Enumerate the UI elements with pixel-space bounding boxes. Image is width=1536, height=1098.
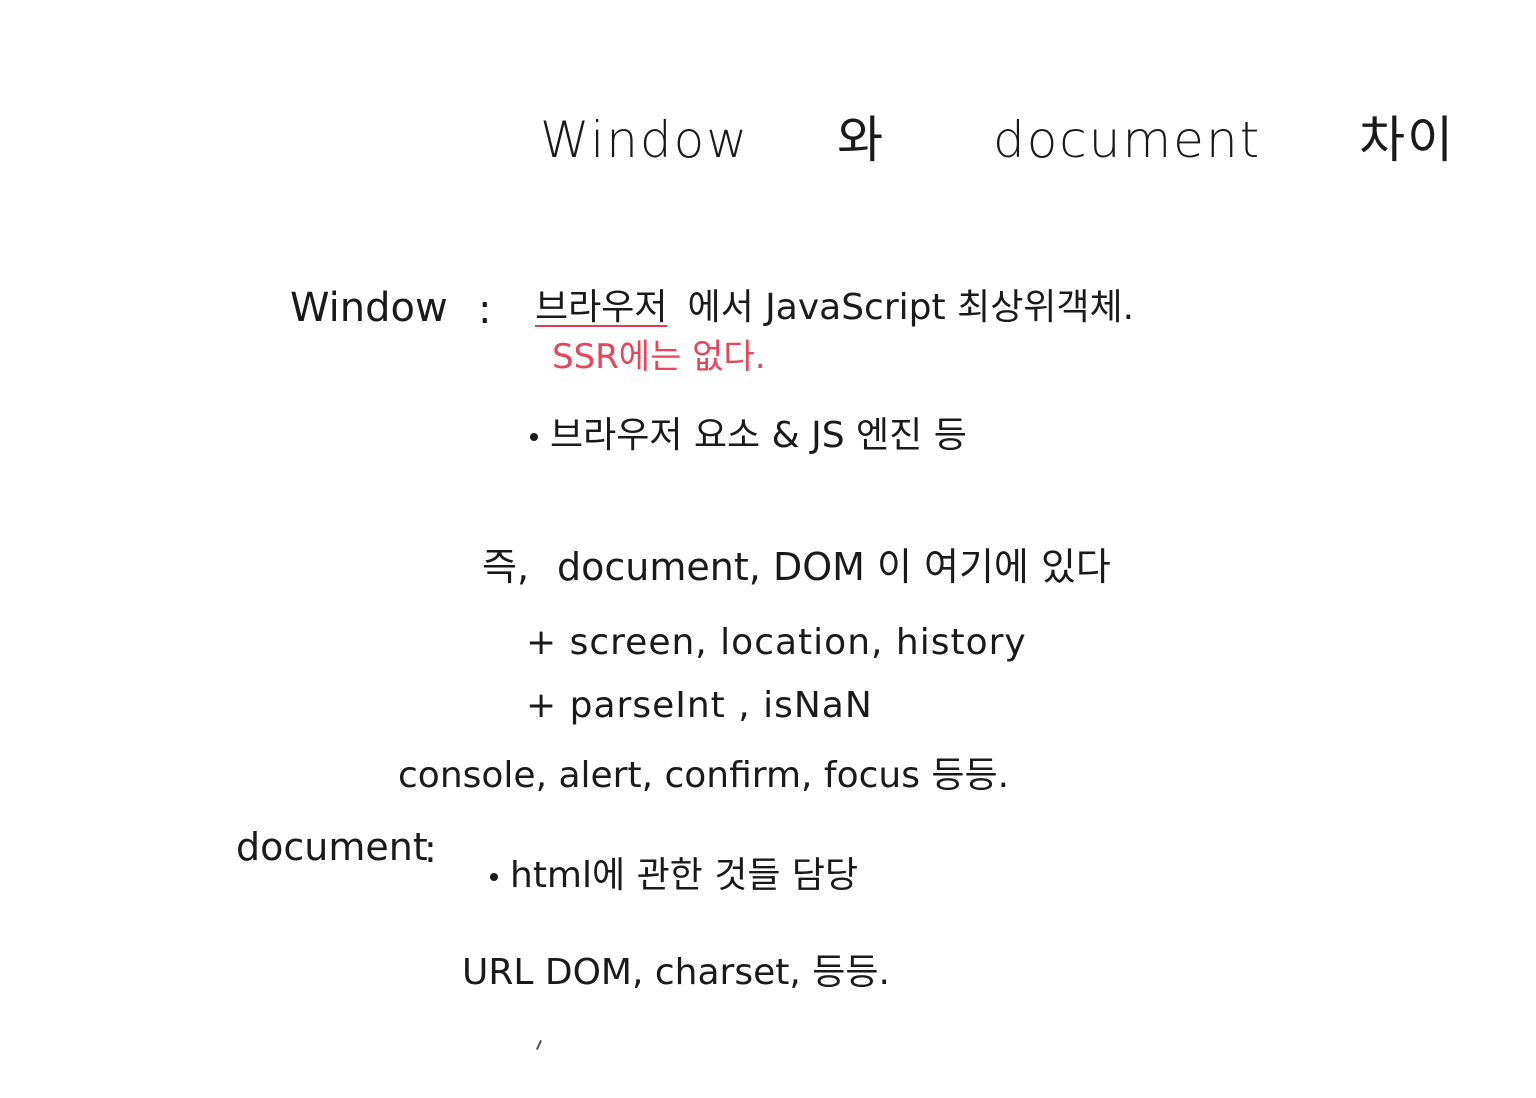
window-label: Window (284, 285, 458, 331)
bullet-dot (530, 433, 538, 441)
plus-line-2: + parseInt , isNaN (526, 685, 873, 726)
window-bullet-1-text: 브라우저 요소 & JS 엔진 등 (550, 415, 967, 456)
window-desc-rest: 에서 JavaScript 최상위객체. (687, 287, 1135, 328)
summary-rest: , DOM 이 여기에 있다 (748, 545, 1111, 589)
document-bullet: html에 관한 것들 담당 (490, 855, 869, 896)
document-bullet-text: html에 관한 것들 담당 (503, 855, 869, 896)
summary-highlight-wrap: document, DOM 이 여기에 있다 (551, 545, 1121, 589)
title-word-window: Window (540, 111, 750, 169)
window-desc-browser: 브라우저 (535, 287, 668, 328)
title-word-document: document (992, 111, 1262, 169)
document-colon: : (424, 827, 437, 871)
summary-prefix: 즉, (482, 545, 530, 589)
ssr-note: SSR에는 없다. (552, 337, 766, 377)
bullet-dot (490, 873, 498, 881)
window-colon: : (478, 287, 492, 333)
misc-line: console, alert, confirm, focus 등등. (398, 755, 1010, 796)
window-bullet-1: 브라우저 요소 & JS 엔진 등 (530, 418, 967, 454)
window-description: 브라우저 에서 JavaScript 최상위객체. (535, 290, 1134, 326)
window-label-text: Window (284, 285, 458, 331)
window-summary: 즉, document, DOM 이 여기에 있다 (482, 545, 1121, 589)
title-word-difference: 차이 (1359, 111, 1456, 169)
summary-document: document (557, 545, 749, 589)
page-title: Window 와 document 차이 (540, 115, 1455, 165)
title-word-wa: 와 (837, 111, 886, 169)
stray-mark (535, 1040, 543, 1050)
plus-line-1: + screen, location, history (526, 622, 1027, 663)
document-label: document (236, 825, 428, 869)
document-examples: URL DOM, charset, 등등. (462, 952, 890, 993)
